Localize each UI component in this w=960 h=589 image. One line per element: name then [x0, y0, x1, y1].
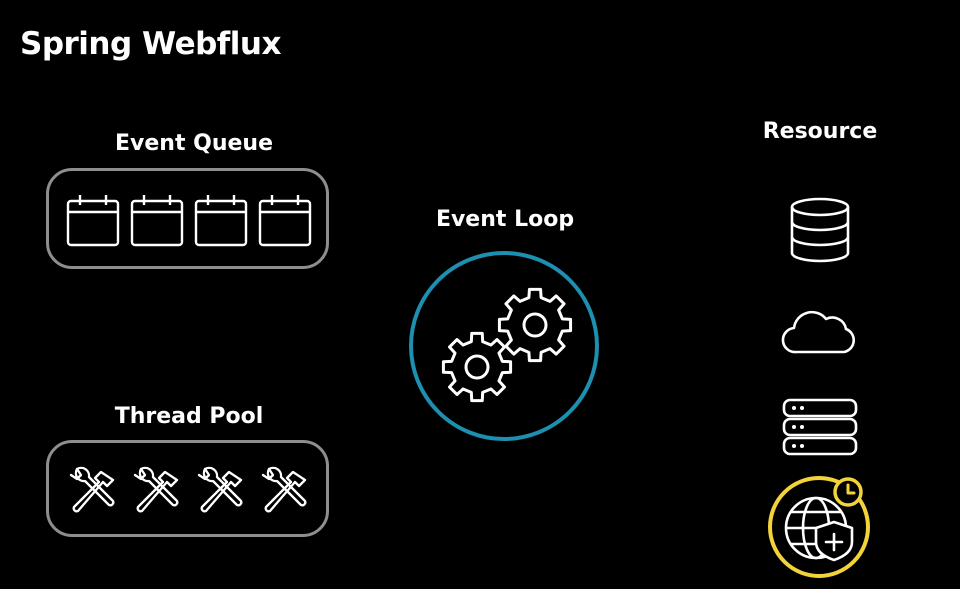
event-loop-label: Event Loop	[435, 207, 575, 232]
tools-icon	[65, 461, 121, 517]
tools-icon	[129, 461, 185, 517]
calendar-icon	[193, 193, 249, 249]
resource-label: Resource	[762, 119, 878, 144]
tools-icon	[193, 461, 249, 517]
event-loop-ring	[409, 251, 599, 441]
gears-icon	[441, 287, 573, 403]
thread-pool-box	[46, 440, 329, 537]
page-title: Spring Webflux	[20, 26, 281, 62]
event-queue-label: Event Queue	[115, 131, 273, 156]
event-queue-box	[46, 168, 329, 269]
tools-icon	[257, 461, 313, 517]
server-icon	[782, 398, 858, 456]
cloud-icon	[781, 306, 858, 354]
globe-shield-clock-icon	[766, 472, 874, 580]
calendar-icon	[65, 193, 121, 249]
thread-pool-label: Thread Pool	[114, 404, 264, 429]
calendar-icon	[129, 193, 185, 249]
database-icon	[789, 197, 851, 263]
calendar-icon	[257, 193, 313, 249]
